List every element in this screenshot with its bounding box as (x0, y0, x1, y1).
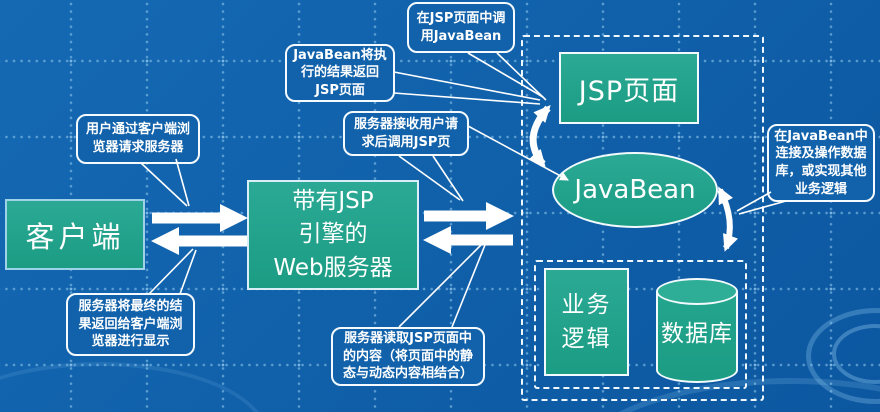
ripple-decoration-icon (0, 362, 268, 412)
jsp-page-label: JSP页面 (578, 75, 680, 107)
business-logic-label: 业务 逻辑 (561, 291, 612, 353)
client-label: 客户端 (25, 219, 125, 254)
callout-server-reads-text: 服务器读取JSP页面中 的内容（将页面中的静 态与动态内容相结合） (342, 331, 473, 382)
arrow-client-to-server (152, 204, 248, 232)
callout-bean-db-text: 在JavaBean中 连接及操作数据 库，或实现其他 业务逻辑 (774, 128, 868, 197)
callout-jsp-calls-bean: 在JSP页面中调 用JavaBean (407, 2, 515, 53)
callout-server-reads: 服务器读取JSP页面中 的内容（将页面中的静 态与动态内容相结合） (331, 327, 485, 386)
pointer-server-reads (451, 244, 486, 328)
arrow-server-to-client (151, 227, 247, 255)
database-cylinder-body (656, 291, 738, 383)
database-cylinder: 数据库 (656, 278, 738, 383)
ripple-decoration-icon (806, 308, 880, 404)
web-server-label: 带有JSP 引擎的 Web服务器 (273, 187, 393, 281)
callout-server-receives-text: 服务器接收用户请 求后调用JSP页 (353, 116, 458, 150)
callout-server-returns-text: 服务器将最终的结 果返回给客户端浏 览器进行显示 (78, 299, 183, 350)
callout-bean-db: 在JavaBean中 连接及操作数据 库，或实现其他 业务逻辑 (767, 124, 875, 202)
backend-dashed-region (534, 260, 747, 389)
callout-user-request: 用户通过客户端浏 览器请求服务器 (76, 114, 200, 164)
client-box: 客户端 (5, 199, 145, 270)
jsp-page-box: JSP页面 (559, 52, 699, 124)
callout-server-returns: 服务器将最终的结 果返回给客户端浏 览器进行显示 (66, 293, 195, 356)
web-server-box: 带有JSP 引擎的 Web服务器 (247, 180, 419, 290)
pointer-bean-returns (393, 92, 541, 105)
arrow-server-to-jsp-region (424, 202, 514, 230)
callout-bean-returns-text: JavaBean将执 行的结果返回 JSP页面 (293, 47, 387, 98)
javabean-label: JavaBean (574, 175, 696, 205)
javabean-ellipse: JavaBean (552, 152, 718, 228)
pointer-user-request (175, 158, 190, 207)
pointer-server-returns (179, 249, 197, 295)
database-label: 数据库 (661, 321, 733, 347)
callout-jsp-calls-bean-text: 在JSP页面中调 用JavaBean (416, 10, 506, 44)
callout-server-receives: 服务器接收用户请 求后调用JSP页 (343, 111, 469, 156)
pointer-server-receives (432, 155, 464, 202)
pointer-bean-returns (393, 71, 541, 101)
pointer-server-returns (148, 248, 194, 295)
jsp-engine-dashed-region (521, 35, 764, 401)
database-cylinder-top (656, 278, 738, 305)
arrow-jsp-region-to-server (423, 226, 513, 254)
callout-user-request-text: 用户通过客户端浏 览器请求服务器 (85, 122, 190, 155)
pointer-user-request (140, 162, 188, 207)
business-logic-box: 业务 逻辑 (544, 268, 629, 376)
callout-bean-returns: JavaBean将执 行的结果返回 JSP页面 (285, 44, 395, 102)
ripple-decoration-icon (832, 324, 880, 384)
